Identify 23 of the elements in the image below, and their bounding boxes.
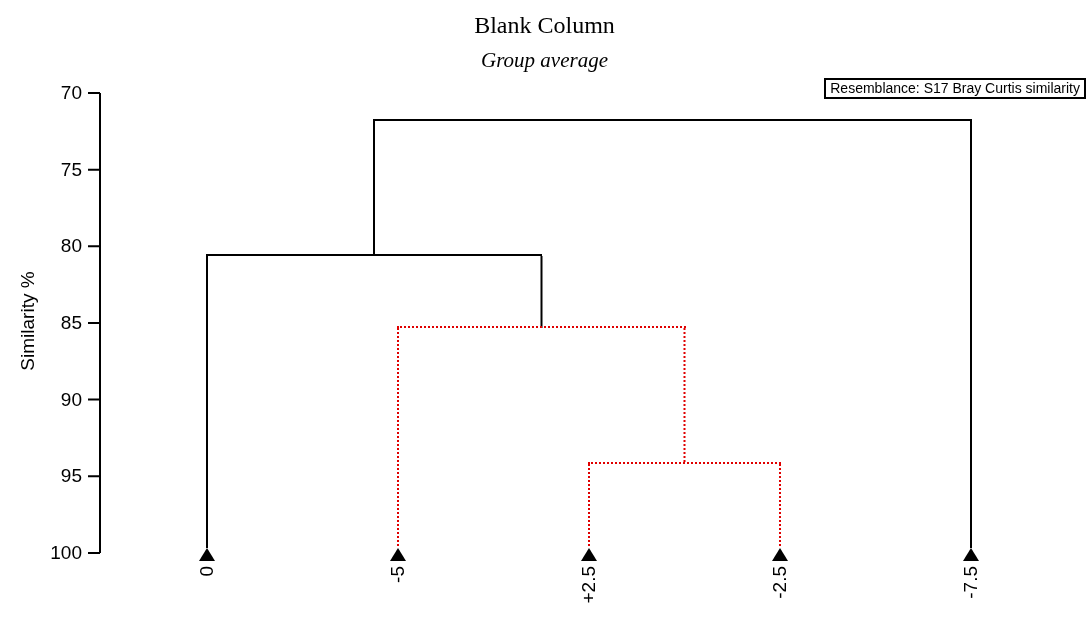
leaf-label: +2.5 [578, 566, 600, 604]
dendrogram-branch [588, 463, 590, 549]
leaf-label: 0 [196, 566, 218, 577]
leaf-label: -5 [387, 566, 409, 583]
dendrogram-branch [373, 120, 375, 257]
chart-subtitle: Group average [480, 48, 609, 73]
leaf-label: -7.5 [960, 566, 982, 599]
axis-tick-label: 70 [59, 82, 82, 104]
leaf-label: -2.5 [769, 566, 791, 599]
dendrogram-branch [970, 120, 972, 549]
dendrogram-branch [779, 463, 781, 549]
dendrogram-branch [397, 327, 399, 549]
dendrogram-branch [683, 327, 686, 465]
chart-title: Blank Column [473, 12, 616, 39]
axis-tick-label: 95 [59, 465, 82, 488]
axis-tick-label: 100 [49, 541, 82, 564]
resemblance-note: Resemblance: S17 Bray Curtis similarity [824, 78, 1086, 99]
dendrogram-branch [540, 255, 543, 329]
axis-tick-label: 75 [59, 158, 82, 181]
axis-tick-label: 90 [59, 388, 82, 411]
axis-title: Similarity % [17, 271, 39, 371]
axis-tick-label: 80 [59, 235, 82, 258]
dendrogram-branch [206, 255, 208, 549]
